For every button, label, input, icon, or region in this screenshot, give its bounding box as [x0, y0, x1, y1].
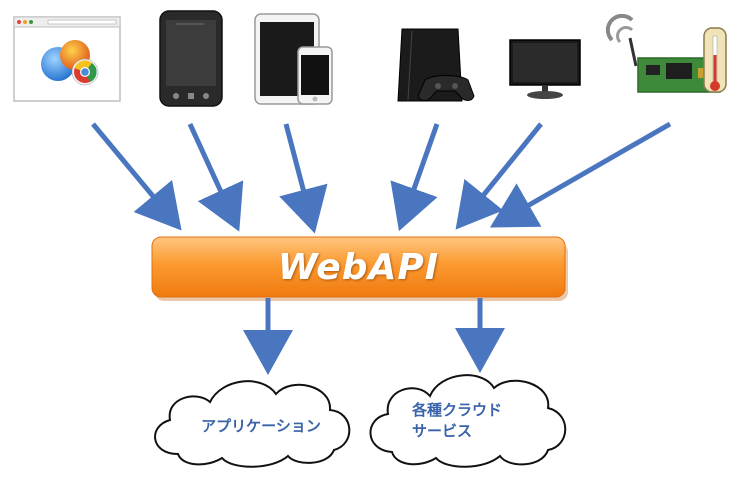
arrow-tablet-to-api: [279, 123, 328, 234]
application-label: アプリケーション: [201, 417, 321, 435]
application-cloud: [154, 380, 351, 468]
webapi-label: WebAPI: [277, 246, 440, 288]
tablet-and-phone-icon: [254, 13, 333, 105]
arrow-monitor-to-api: [455, 122, 543, 230]
cloud-services-label-line1: 各種クラウド: [412, 401, 503, 419]
monitor-icon: [509, 39, 581, 99]
arrow-smartphone-to-api: [187, 122, 244, 232]
arrow-browser-to-api: [91, 122, 182, 231]
output-arrows: [243, 298, 505, 375]
smartphone-icon: [159, 10, 223, 107]
cloud-services-cloud: [369, 374, 567, 468]
device-arrows: [91, 121, 672, 234]
arrow-iot-to-api: [489, 121, 672, 228]
webapi-box: [151, 236, 568, 301]
iot-sensor-board-icon: [605, 13, 727, 93]
web-browser-icon: [13, 16, 121, 102]
cloud-services-label: 各種クラウド サービス: [412, 400, 552, 442]
arrow-console-to-api: [390, 123, 440, 232]
cloud-services-label-line2: サービス: [412, 422, 473, 440]
game-console-icon: [397, 28, 475, 102]
